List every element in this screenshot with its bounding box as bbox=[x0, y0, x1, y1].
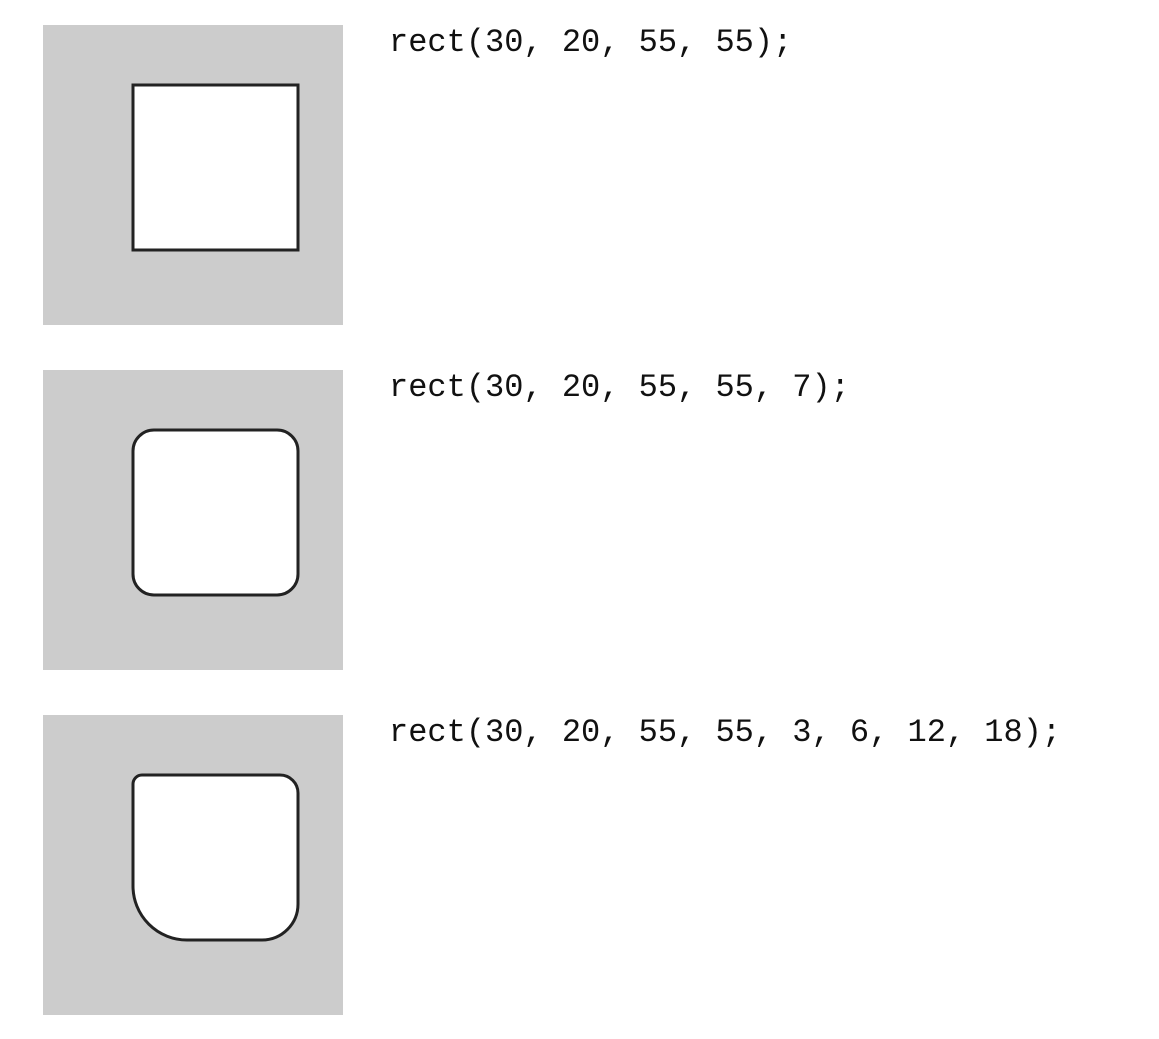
example-rect-rounded: rect(30, 20, 55, 55, 7); bbox=[43, 370, 1143, 670]
sketch-canvas bbox=[43, 715, 343, 1015]
rect-rounded-corners-illustration bbox=[131, 428, 300, 597]
sketch-canvas bbox=[43, 370, 343, 670]
rect-sharp-corners-illustration bbox=[131, 83, 300, 252]
code-snippet: rect(30, 20, 55, 55, 7); bbox=[389, 369, 850, 406]
code-snippet: rect(30, 20, 55, 55); bbox=[389, 24, 793, 61]
rect-mixed-corners-illustration bbox=[131, 773, 300, 942]
example-rect-sharp: rect(30, 20, 55, 55); bbox=[43, 25, 1143, 325]
code-snippet: rect(30, 20, 55, 55, 3, 6, 12, 18); bbox=[389, 714, 1062, 751]
example-rect-mixed-radii: rect(30, 20, 55, 55, 3, 6, 12, 18); bbox=[43, 715, 1143, 1015]
rect-shape bbox=[131, 773, 300, 942]
rect-shape bbox=[131, 428, 300, 597]
sketch-canvas bbox=[43, 25, 343, 325]
rect-shape bbox=[131, 83, 300, 252]
